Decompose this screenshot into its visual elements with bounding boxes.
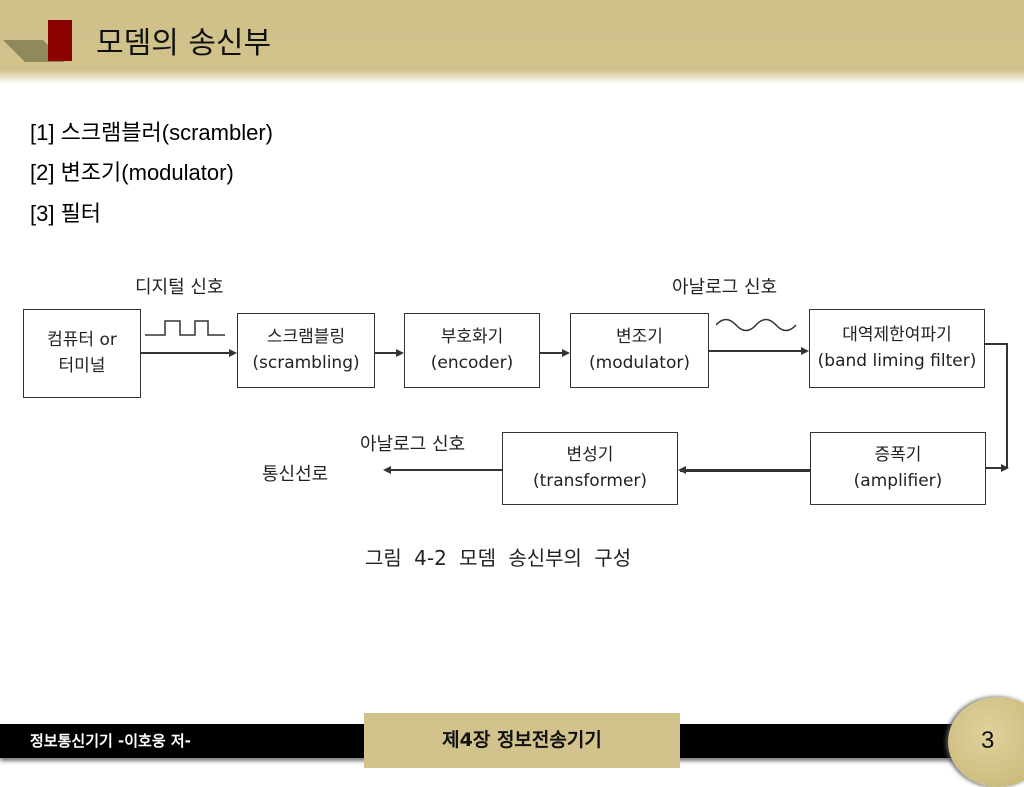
box-label: 대역제한여파기: [842, 325, 952, 345]
analog-wave-icon: [716, 318, 797, 332]
box-sublabel: (encoder): [430, 352, 514, 373]
figure-caption: 그림 4-2 모뎀 송신부의 구성: [365, 546, 632, 570]
digital-signal-label: 디지털 신호: [135, 277, 224, 298]
bullet-modulator: [2] 변조기(modulator): [30, 160, 234, 185]
digital-pulse-icon: [145, 320, 225, 336]
amplifier-box: 증폭기 (amplifier): [810, 432, 986, 505]
box-sublabel: (amplifier): [853, 470, 943, 491]
box-sublabel: (scrambling): [252, 352, 360, 373]
box-label: 부호화기: [440, 327, 504, 347]
encoder-box: 부호화기 (encoder): [404, 313, 540, 388]
analog-signal-label-bottom: 아날로그 신호: [360, 434, 466, 455]
bullet-filter: [3] 필터: [30, 201, 102, 226]
box-sublabel: (modulator): [589, 352, 690, 373]
bullet-scrambler: [1] 스크램블러(scrambler): [30, 120, 273, 145]
footer-chapter: 제4장 정보전송기기: [364, 713, 680, 768]
box-label: 증폭기: [874, 445, 922, 465]
arrow: [709, 347, 809, 354]
box-label: 스크램블링: [266, 327, 346, 347]
arrow: [375, 349, 404, 356]
box-label: 변조기: [616, 327, 663, 347]
title-decoration-square: [48, 20, 72, 61]
page-number-badge: 3: [948, 697, 1024, 787]
arrow: [540, 349, 570, 356]
scrambling-box: 스크램블링 (scrambling): [237, 313, 375, 388]
band-limit-filter-box: 대역제한여파기 (band liming filter): [809, 309, 985, 388]
connector: [985, 343, 1007, 345]
computer-terminal-box: 컴퓨터 or 터미널: [23, 309, 141, 398]
title-bar: 모뎀의 송신부: [0, 0, 1024, 84]
arrow: [986, 467, 1007, 469]
box-label: 컴퓨터 or: [47, 330, 117, 350]
modulator-box: 변조기 (modulator): [570, 313, 709, 388]
line-label: 통신선로: [262, 464, 329, 485]
box-sublabel: (band liming filter): [817, 350, 977, 371]
transformer-box: 변성기 (transformer): [502, 432, 678, 505]
page-number: 3: [981, 727, 995, 754]
slide-title: 모뎀의 송신부: [96, 26, 272, 61]
box-sublabel: (transformer): [532, 470, 648, 491]
box-sublabel: 터미널: [58, 355, 106, 376]
arrow: [141, 349, 237, 356]
box-label: 변성기: [566, 445, 614, 465]
arrow: [678, 466, 810, 474]
footer-book-title: 정보통신기기 -이호웅 저-: [30, 732, 191, 750]
connector: [1006, 343, 1008, 468]
analog-signal-label-top: 아날로그 신호: [672, 277, 778, 298]
arrow: [383, 466, 502, 473]
